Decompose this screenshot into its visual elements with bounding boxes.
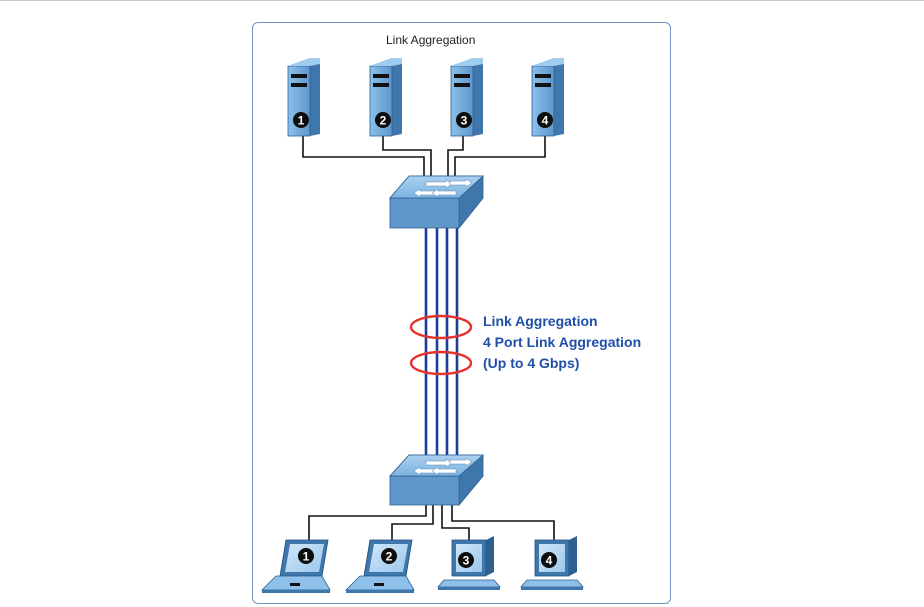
server-3-link [447,134,464,180]
client-2-laptop: 2 [345,539,415,593]
server-2-badge [375,112,391,128]
client-2-number: 2 [386,550,393,564]
server-4: 4 [531,58,564,137]
aggregation-label-2: 4 Port Link Aggregation [483,334,642,350]
server-links [302,134,546,180]
server-1-link [302,134,425,180]
client-1-link [308,503,427,540]
diagram-title: Link Aggregation [386,33,476,47]
server-1: 1 [287,58,320,137]
switch-bottom [389,454,485,507]
client-3-desktop: 3 [437,536,501,590]
aggregation-label-1: Link Aggregation [483,313,598,329]
client-1-number: 1 [303,550,310,564]
client-4-desktop: 4 [520,536,584,590]
server-3-badge [456,112,472,128]
switch-bottom-arrows-icon [413,457,473,476]
aggregation-rings [409,314,473,376]
server-4-number: 4 [542,114,549,128]
server-4-link [454,134,546,180]
aggregation-ring-upper [409,314,473,340]
aggregated-trunk [424,226,459,460]
top-rule [0,0,924,1]
server-2-number: 2 [380,114,387,128]
client-4-number: 4 [546,554,553,568]
client-3-number: 3 [463,554,470,568]
server-1-number: 1 [298,114,305,128]
server-4-badge [537,112,553,128]
server-2: 2 [369,58,402,137]
aggregation-ring-lower [409,350,473,376]
client-links [308,503,555,540]
server-2-link [382,134,432,180]
server-3: 3 [450,58,483,137]
switch-top [389,175,485,230]
server-3-number: 3 [461,114,468,128]
client-1-laptop: 1 [261,539,331,593]
client-4-link [451,503,555,540]
server-1-badge [293,112,309,128]
client-2-link [391,503,434,540]
client-3-link [441,503,470,540]
aggregation-label-3: (Up to 4 Gbps) [483,355,580,371]
switch-top-arrows-icon [413,178,473,198]
